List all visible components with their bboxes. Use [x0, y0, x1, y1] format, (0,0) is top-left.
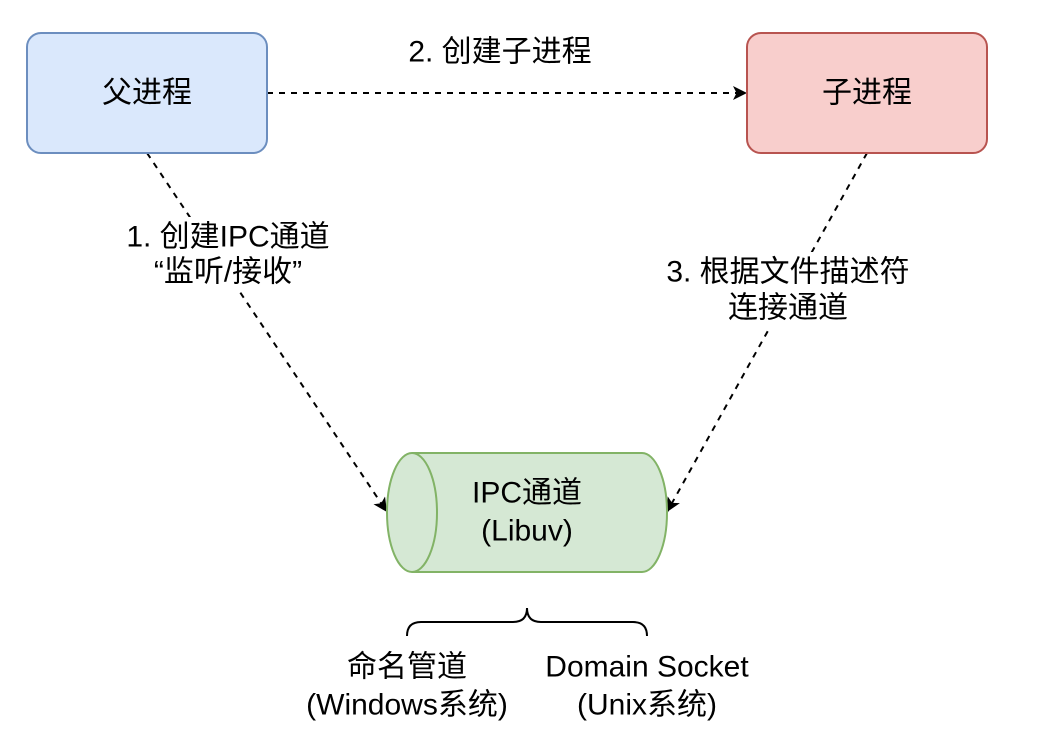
edge-create-ipc-label-line1: 1. 创建IPC通道 — [126, 221, 329, 254]
edge-label-background — [116, 217, 340, 291]
edge-create-child-label: 2. 创建子进程 — [408, 36, 591, 69]
curly-brace — [406, 607, 648, 637]
parent-process-label: 父进程 — [102, 77, 192, 110]
child-process-node: 子进程 — [746, 32, 988, 154]
implementation-windows: 命名管道 (Windows系统) — [306, 651, 508, 722]
ipc-channel-label-line1: IPC通道 — [472, 477, 582, 510]
edge-connect-label-line2: 连接通道 — [728, 292, 848, 325]
implementation-unix-line1: Domain Socket — [545, 651, 749, 684]
edge-connect-label-line1: 3. 根据文件描述符 — [666, 256, 909, 289]
ipc-channel-node: IPC通道 (Libuv) — [386, 452, 668, 573]
ipc-channel-cylinder-face — [411, 452, 438, 573]
parent-process-box — [26, 32, 268, 154]
implementation-unix-line2: (Unix系统) — [577, 689, 717, 722]
edge-connect — [666, 152, 868, 513]
edge-create-ipc-label: 1. 创建IPC通道 “监听/接收” — [116, 217, 340, 291]
child-process-label: 子进程 — [822, 77, 912, 110]
child-process-box — [746, 32, 988, 154]
edge-label-background — [656, 252, 920, 328]
edge-create-ipc-label-line2: “监听/接收” — [154, 256, 302, 289]
ipc-channel-label-line2: (Libuv) — [481, 515, 573, 548]
parent-process-node: 父进程 — [26, 32, 268, 154]
edge-connect-label: 3. 根据文件描述符 连接通道 — [656, 252, 920, 328]
ipc-channel-cylinder-body — [386, 452, 668, 573]
implementation-windows-line1: 命名管道 — [347, 651, 467, 684]
edge-create-ipc — [146, 152, 388, 513]
implementation-unix: Domain Socket (Unix系统) — [545, 651, 749, 722]
implementation-windows-line2: (Windows系统) — [306, 689, 508, 722]
